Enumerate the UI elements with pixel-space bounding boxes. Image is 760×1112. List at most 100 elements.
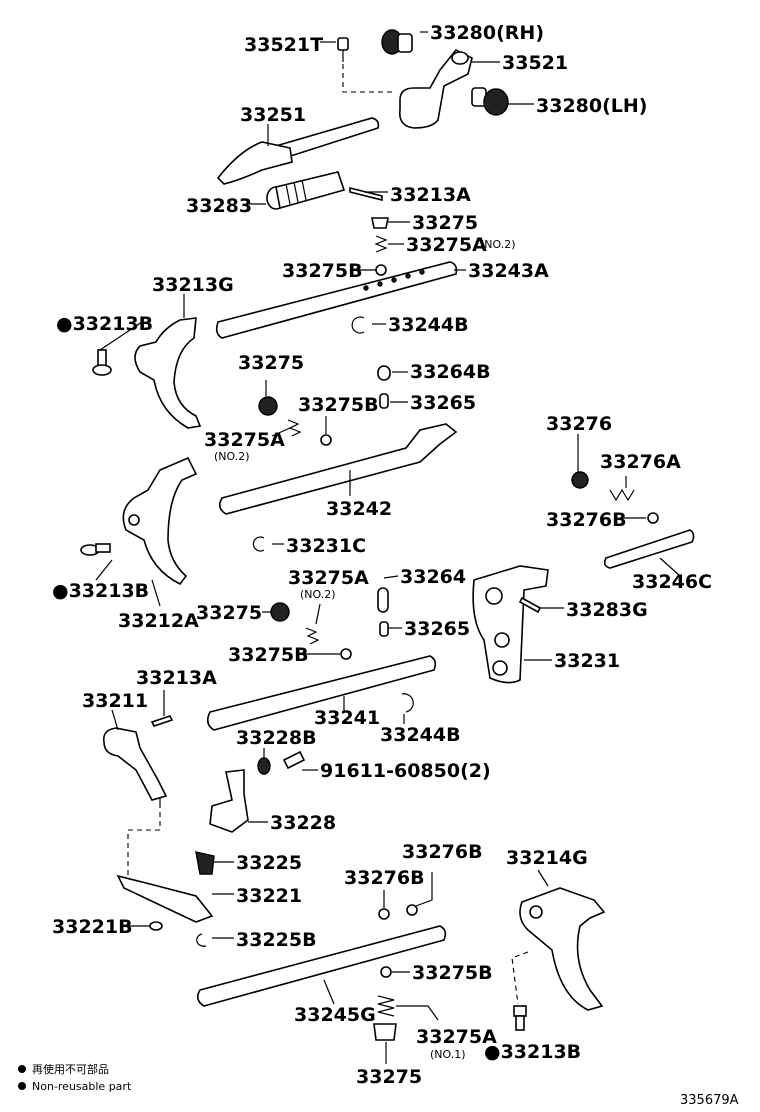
- label-33280-lh: 33280(LH): [536, 95, 647, 117]
- dash-33211-33221: [127, 812, 161, 876]
- part-33228-lever: [209, 769, 249, 833]
- part-33275-plug-mid: [258, 396, 278, 416]
- part-33521-lever: [398, 48, 473, 129]
- label-33275b-low: 33275B: [228, 644, 309, 666]
- label-33213g: 33213G: [152, 274, 234, 296]
- label-33275b-top: 33275B: [282, 260, 363, 282]
- label-33275a-top-sub: (NO.2): [480, 238, 516, 251]
- label-33275a-low: 33275A: [288, 567, 369, 589]
- part-33246c-shaft: [603, 529, 695, 569]
- part-33221-plate: [116, 874, 214, 923]
- part-33280-lh-plug: [471, 87, 509, 116]
- label-33214g: 33214G: [506, 847, 588, 869]
- part-91611-bolt: [282, 750, 306, 770]
- label-33275-top: 33275: [412, 212, 478, 234]
- part-33276b-ball-right: [647, 512, 659, 524]
- legend-line-2: Non-reusable part: [32, 1080, 132, 1093]
- part-33214g-fork: [519, 887, 606, 1011]
- diagram-code: 335679A: [680, 1093, 739, 1108]
- part-33251-shaft: [216, 117, 380, 185]
- part-33276a-spring: [609, 488, 635, 502]
- part-33243a-shaft: [215, 261, 458, 339]
- part-33231-bracket: [472, 565, 549, 684]
- label-33213a-top: 33213A: [390, 184, 471, 206]
- label-33242: 33242: [326, 498, 392, 520]
- part-33212a-fork: [122, 456, 198, 586]
- label-33243a: 33243A: [468, 260, 549, 282]
- part-33213a-pin-top: [349, 186, 383, 202]
- part-33265-pin-low: [379, 621, 389, 637]
- label-33244b-top: 33244B: [388, 314, 469, 336]
- label-33246c: 33246C: [632, 571, 712, 593]
- label-33275a-mid-sub: (NO.2): [214, 450, 250, 463]
- part-33280-rh-plug: [381, 29, 413, 55]
- legend-line-1: 再使用不可部品: [32, 1062, 109, 1076]
- label-33264b: 33264B: [410, 361, 491, 383]
- part-33275a-spring-low: [305, 627, 320, 645]
- label-33275a-bot: 33275A: [416, 1026, 497, 1048]
- part-33283g-pin: [518, 596, 542, 614]
- label-33275a-low-sub: (NO.2): [300, 588, 336, 601]
- label-33521: 33521: [502, 52, 568, 74]
- label-33213b-mid: ●33213B: [52, 580, 149, 602]
- label-33280-rh: 33280(RH): [430, 22, 544, 44]
- part-33275b-ball-low: [340, 648, 352, 660]
- label-33276b-b: 33276B: [344, 867, 425, 889]
- label-33225b: 33225B: [236, 929, 317, 951]
- label-33245g: 33245G: [294, 1004, 376, 1026]
- label-33265-low: 33265: [404, 618, 470, 640]
- part-33264b-pin: [377, 365, 391, 381]
- part-33275-plug-low: [270, 602, 290, 622]
- part-33244b-clip-top: [351, 316, 365, 334]
- part-33241-shaft: [206, 655, 437, 731]
- dash-33214g-33213b: [511, 951, 529, 1005]
- part-33242-shaft: [218, 423, 458, 515]
- label-33244b-low: 33244B: [380, 724, 461, 746]
- part-33211-lever: [102, 727, 168, 808]
- legend: 再使用不可部品 Non-reusable part: [18, 1062, 132, 1093]
- part-33283-sleeve: [266, 171, 346, 210]
- part-33213b-bolt-bot: [513, 1005, 527, 1031]
- part-33264-pin: [377, 587, 389, 613]
- part-33213b-bolt-top: [92, 349, 112, 376]
- part-labels: 33521T 33280(RH) 33521 33280(LH) 33251 3…: [52, 22, 712, 1088]
- part-33245g-shaft: [196, 925, 447, 1007]
- part-33213b-bolt-mid: [80, 543, 111, 556]
- label-33276: 33276: [546, 413, 612, 435]
- legend-bullet-1: [18, 1065, 26, 1073]
- leader-lines: [95, 31, 681, 1064]
- label-33264: 33264: [400, 566, 466, 588]
- part-33213a-pin-low: [150, 715, 174, 727]
- label-33241: 33241: [314, 707, 380, 729]
- part-33275a-spring-top: [374, 235, 388, 253]
- label-33275a-top: 33275A: [406, 234, 487, 256]
- label-33221: 33221: [236, 885, 302, 907]
- label-33275-bot: 33275: [356, 1066, 422, 1088]
- part-33275a-spring-bot: [377, 995, 395, 1017]
- label-33231: 33231: [554, 650, 620, 672]
- part-33221b-pin: [149, 921, 163, 931]
- part-33231c-clip: [252, 536, 265, 552]
- part-33276b-ball-a: [378, 908, 390, 920]
- label-33276b-a: 33276B: [402, 841, 483, 863]
- label-33228: 33228: [270, 812, 336, 834]
- label-33276a: 33276A: [600, 451, 681, 473]
- label-33211: 33211: [82, 690, 148, 712]
- label-33228b: 33228B: [236, 727, 317, 749]
- part-33265-pin-top: [379, 393, 389, 409]
- label-33213b-top: ●33213B: [56, 313, 153, 335]
- label-33275-mid: 33275: [238, 352, 304, 374]
- label-33283g: 33283G: [566, 599, 648, 621]
- part-33213g-fork: [134, 317, 202, 429]
- part-33275b-ball-bot: [380, 966, 392, 978]
- label-91611-60850: 91611-60850(2): [320, 760, 491, 782]
- label-33275b-mid: 33275B: [298, 394, 379, 416]
- part-33225b-clip: [196, 933, 207, 947]
- part-33276-plug: [571, 471, 589, 489]
- label-33276b-right: 33276B: [546, 509, 627, 531]
- part-33275b-ball-top: [375, 264, 387, 276]
- part-33244b-clip-low: [401, 693, 414, 713]
- part-33275b-ball-mid: [320, 434, 332, 446]
- label-33275-low: 33275: [196, 602, 262, 624]
